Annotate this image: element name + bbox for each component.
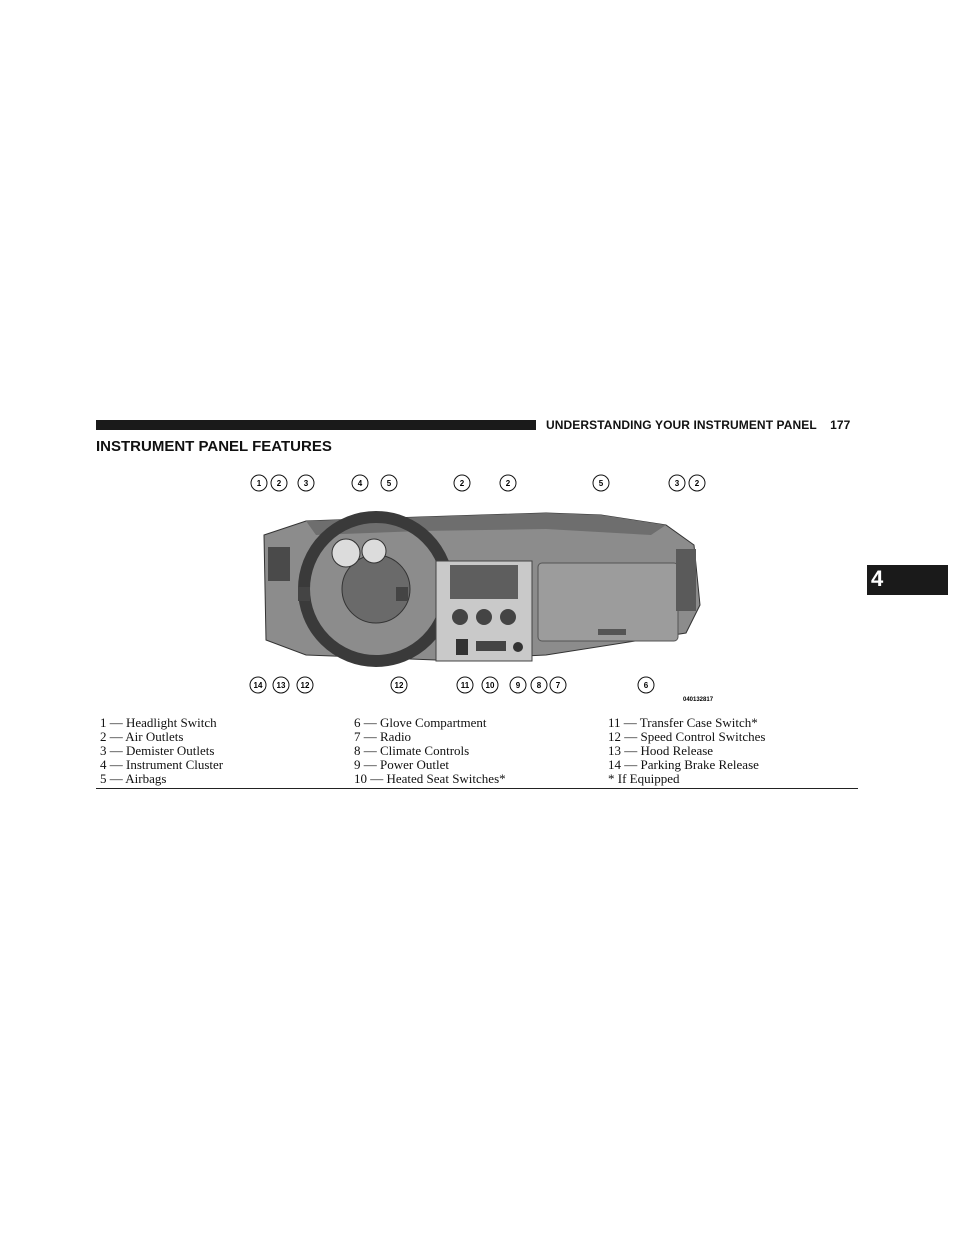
top-callout-circle — [270, 474, 288, 492]
legend-item: 4 — Instrument Cluster — [100, 757, 224, 772]
chapter-number: 4 — [871, 566, 884, 591]
bottom-callout-label: 9 — [516, 681, 521, 690]
bottom-callout-label: 13 — [277, 681, 286, 690]
top-callout-label: 4 — [358, 479, 363, 488]
legend-item: 3 — Demister Outlets — [100, 743, 215, 758]
header-section-title: UNDERSTANDING YOUR INSTRUMENT PANEL — [546, 418, 817, 432]
top-callout-label: 1 — [257, 479, 262, 488]
top-callout-label: 2 — [460, 479, 465, 488]
top-callout-label: 2 — [506, 479, 511, 488]
switch-bank — [476, 641, 506, 651]
top-callout-circle — [453, 474, 471, 492]
climate-knob-1 — [452, 609, 468, 625]
speed-switch-right — [396, 587, 408, 601]
bottom-callout-label: 12 — [395, 681, 404, 690]
top-callout-label: 3 — [675, 479, 680, 488]
bottom-callout-label: 10 — [486, 681, 495, 690]
right-vent — [676, 549, 696, 611]
gauge-right — [361, 538, 387, 564]
top-callout-circle — [668, 474, 686, 492]
top-callout-circle — [297, 474, 315, 492]
bottom-callout-label: 8 — [537, 681, 542, 690]
top-callout-circle — [688, 474, 706, 492]
bottom-callout-circle — [456, 676, 474, 694]
climate-knob-3 — [500, 609, 516, 625]
top-callouts: 1 2 3 4 5 2 2 5 3 2 — [250, 474, 706, 492]
top-callout-label: 2 — [277, 479, 282, 488]
glove-handle — [598, 629, 626, 635]
bottom-callout-circle — [272, 676, 290, 694]
legend-item: 13 — Hood Release — [608, 743, 714, 758]
bottom-callout-circle — [481, 676, 499, 694]
bottom-callout-label: 11 — [461, 681, 470, 690]
legend-item: 8 — Climate Controls — [354, 743, 470, 758]
legend-column-2: 6 — Glove Compartment 7 — Radio 8 — Clim… — [354, 716, 506, 786]
bottom-callout-label: 7 — [556, 681, 561, 690]
legend-item: 7 — Radio — [354, 729, 412, 744]
running-header: UNDERSTANDING YOUR INSTRUMENT PANEL 177 — [546, 418, 850, 432]
bottom-callout-label: 12 — [301, 681, 310, 690]
page-title: INSTRUMENT PANEL FEATURES — [96, 438, 332, 455]
bottom-callout-label: 14 — [254, 681, 263, 690]
top-callout-label: 2 — [695, 479, 700, 488]
radio-unit — [450, 565, 518, 599]
top-callout-label: 5 — [387, 479, 392, 488]
climate-knob-2 — [476, 609, 492, 625]
chapter-tab[interactable]: 4 — [867, 565, 948, 595]
legend-item: 1 — Headlight Switch — [100, 715, 217, 730]
top-callout-label: 3 — [304, 479, 309, 488]
speed-switch-left — [298, 587, 310, 601]
top-callout-circle — [592, 474, 610, 492]
legend-item: 2 — Air Outlets — [100, 729, 184, 744]
figure-id: 040132817 — [683, 697, 714, 703]
legend-item: 9 — Power Outlet — [354, 757, 449, 772]
legend-column-1: 1 — Headlight Switch 2 — Air Outlets 3 —… — [100, 716, 223, 786]
bottom-callout-circle — [296, 676, 314, 694]
bottom-callout-circle — [530, 676, 548, 694]
legend-item: 12 — Speed Control Switches — [608, 729, 766, 744]
bottom-callout-circle — [509, 676, 527, 694]
power-outlet-shape — [513, 642, 523, 652]
bottom-callout-label: 6 — [644, 681, 649, 690]
top-callout-circle — [499, 474, 517, 492]
legend-item: * If Equipped — [608, 771, 680, 786]
legend-item: 10 — Heated Seat Switches* — [354, 771, 506, 786]
bottom-callout-circle — [390, 676, 408, 694]
legend-column-3: 11 — Transfer Case Switch* 12 — Speed Co… — [608, 716, 765, 786]
bottom-callout-circle — [549, 676, 567, 694]
legend-item: 5 — Airbags — [100, 771, 167, 786]
legend-table: 1 — Headlight Switch 2 — Air Outlets 3 —… — [96, 716, 858, 789]
top-callout-circle — [250, 474, 268, 492]
legend-item: 6 — Glove Compartment — [354, 715, 487, 730]
left-vent — [268, 547, 290, 581]
header-rule — [96, 420, 536, 430]
bottom-callouts: 14 13 12 12 11 10 9 8 7 6 — [249, 676, 655, 694]
legend-item: 14 — Parking Brake Release — [608, 757, 759, 772]
bottom-callout-circle — [637, 676, 655, 694]
top-callout-label: 5 — [599, 479, 604, 488]
transfer-switch-shape — [456, 639, 468, 655]
gauge-left — [331, 538, 361, 568]
bottom-callout-circle — [249, 676, 267, 694]
legend-item: 11 — Transfer Case Switch* — [608, 715, 758, 730]
top-callout-circle — [380, 474, 398, 492]
page-number: 177 — [830, 418, 851, 432]
top-callout-circle — [351, 474, 369, 492]
